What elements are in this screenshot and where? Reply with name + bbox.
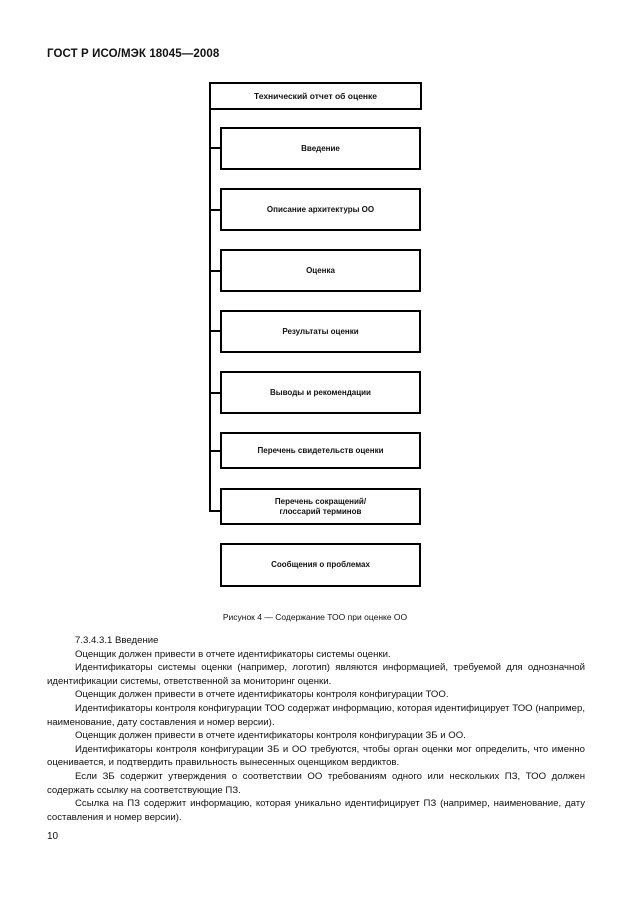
diagram-trunk-line (209, 109, 211, 512)
diagram-item-label: Введение (301, 143, 340, 153)
paragraph: Оценщик должен привести в отчете идентиф… (75, 730, 466, 742)
diagram-item-box: Выводы и рекомендации (220, 371, 421, 414)
figure-caption: Рисунок 4 — Содержание ТОО при оценке ОО (222, 612, 408, 622)
diagram-item-label: Перечень свидетельств оценки (257, 445, 384, 455)
diagram-connector (209, 270, 221, 272)
diagram-root-label: Технический отчет об оценке (253, 90, 378, 101)
paragraph: Оценщик должен привести в отчете идентиф… (75, 689, 449, 701)
diagram-item-label: Выводы и рекомендации (270, 387, 371, 397)
diagram-item-box: Результаты оценки (220, 310, 421, 353)
document-header: ГОСТ Р ИСО/МЭК 18045—2008 (47, 48, 220, 60)
diagram-item-box: Перечень сокращений/ глоссарий терминов (220, 488, 421, 525)
diagram-connector (209, 450, 221, 452)
body-text: 7.3.4.3.1 Введение Оценщик должен привес… (47, 634, 585, 824)
page-number: 10 (47, 831, 59, 842)
paragraph: Оценщик должен привести в отчете идентиф… (75, 648, 391, 660)
paragraph: Ссылка на ПЗ содержит информацию, котора… (47, 798, 585, 823)
diagram-root-box: Технический отчет об оценке (209, 82, 422, 110)
diagram-connector (209, 510, 221, 512)
paragraph: Идентификаторы контроля конфигурации ЗБ … (47, 743, 585, 769)
diagram-separate-label: Сообщения о проблемах (271, 560, 370, 569)
diagram-item-box: Перечень свидетельств оценки (220, 432, 421, 469)
diagram-item-box: Описание архитектуры ОО (220, 188, 421, 231)
diagram-connector (209, 392, 221, 394)
diagram-connector (209, 147, 221, 149)
section-heading: 7.3.4.3.1 Введение (75, 635, 159, 646)
diagram-separate-box: Сообщения о проблемах (220, 543, 421, 587)
paragraph: Если ЗБ содержит утверждения о соответст… (47, 770, 585, 796)
report-structure-diagram: Технический отчет об оценке Введение Опи… (209, 82, 422, 587)
diagram-item-label: Описание архитектуры ОО (266, 204, 375, 214)
diagram-connector (209, 209, 221, 211)
diagram-item-label: Результаты оценки (282, 326, 359, 336)
paragraph: Идентификаторы системы оценки (например,… (47, 662, 585, 687)
diagram-item-box: Оценка (220, 249, 421, 292)
diagram-item-label: Перечень сокращений/ глоссарий терминов (274, 496, 367, 516)
diagram-connector (209, 330, 221, 332)
diagram-item-box: Введение (220, 127, 421, 170)
diagram-item-label: Оценка (306, 265, 335, 275)
paragraph: Идентификаторы контроля конфигурации ТОО… (47, 702, 585, 728)
